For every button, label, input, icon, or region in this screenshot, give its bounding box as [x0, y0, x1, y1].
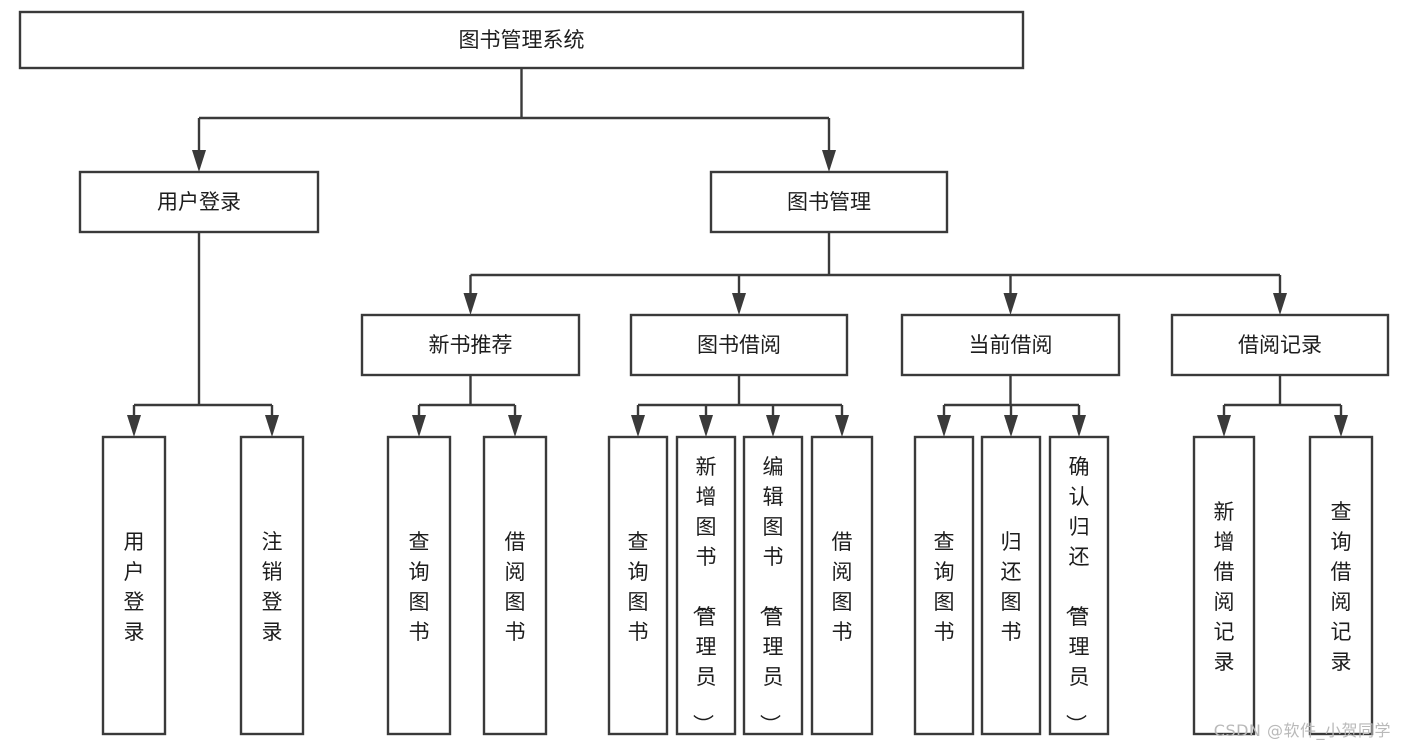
csdn-watermark: CSDN @软件_小贺同学 [1213, 721, 1391, 740]
node-box [239, 435, 305, 736]
node-leaf-rec-query[interactable]: 查询借阅记录 [1308, 435, 1374, 736]
node-label: 当前借阅 [969, 333, 1053, 357]
node-label: 查询借阅记录 [1331, 500, 1352, 674]
node-box [1170, 313, 1390, 377]
node-box [629, 313, 849, 377]
node-login[interactable]: 用户登录 [78, 170, 320, 234]
node-label: 图书借阅 [697, 333, 781, 357]
node-box [742, 435, 804, 736]
arrow-head-icon [1072, 415, 1086, 437]
arrow-head-icon [1004, 415, 1018, 437]
arrow-head-icon [732, 293, 746, 315]
node-layer: 图书管理系统用户登录图书管理新书推荐图书借阅当前借阅借阅记录用户登录注销登录查询… [18, 10, 1390, 736]
arrow-head-icon [1273, 293, 1287, 315]
arrow-head-icon [835, 415, 849, 437]
node-label: 图书管理系统 [459, 28, 585, 52]
node-box [360, 313, 581, 377]
node-label: 用户登录 [124, 530, 145, 644]
node-label: 新增图书（管理员） [691, 455, 717, 735]
node-leaf-cur-query[interactable]: 查询图书 [913, 435, 975, 736]
node-label: 查询图书 [628, 530, 649, 644]
node-borrow[interactable]: 图书借阅 [629, 313, 849, 377]
node-box [980, 435, 1042, 736]
node-leaf-cur-confirm[interactable]: 确认归还（管理员） [1048, 435, 1110, 736]
node-label: 新增借阅记录 [1214, 500, 1235, 674]
node-label: 查询图书 [409, 530, 430, 644]
node-leaf-logout[interactable]: 注销登录 [239, 435, 305, 736]
node-leaf-user-login[interactable]: 用户登录 [101, 435, 167, 736]
node-box [482, 435, 548, 736]
node-records[interactable]: 借阅记录 [1170, 313, 1390, 377]
node-bookmgmt[interactable]: 图书管理 [709, 170, 949, 234]
node-box [607, 435, 669, 736]
node-label: 确认归还（管理员） [1064, 455, 1090, 735]
node-box [675, 435, 737, 736]
node-label: 查询图书 [934, 530, 955, 644]
arrow-head-icon [412, 415, 426, 437]
node-label: 用户登录 [157, 190, 241, 214]
node-leaf-rec-add[interactable]: 新增借阅记录 [1192, 435, 1256, 736]
node-leaf-nb-query[interactable]: 查询图书 [386, 435, 452, 736]
node-newbook[interactable]: 新书推荐 [360, 313, 581, 377]
connector-layer [127, 68, 1348, 437]
node-box [78, 170, 320, 234]
node-root[interactable]: 图书管理系统 [18, 10, 1025, 70]
node-leaf-bw-add[interactable]: 新增图书（管理员） [675, 435, 737, 736]
arrow-head-icon [1334, 415, 1348, 437]
arrow-head-icon [699, 415, 713, 437]
node-box [900, 313, 1121, 377]
node-label: 借阅图书 [505, 530, 526, 644]
node-label: 图书管理 [787, 190, 871, 214]
node-label: 新书推荐 [429, 333, 513, 357]
node-box [810, 435, 874, 736]
node-box [709, 170, 949, 234]
node-leaf-cur-return[interactable]: 归还图书 [980, 435, 1042, 736]
node-label: 注销登录 [262, 530, 283, 644]
arrow-head-icon [508, 415, 522, 437]
node-leaf-nb-borrow[interactable]: 借阅图书 [482, 435, 548, 736]
arrow-head-icon [127, 415, 141, 437]
node-label: 归还图书 [1001, 530, 1022, 644]
arrow-head-icon [192, 150, 206, 172]
arrow-head-icon [822, 150, 836, 172]
node-box [386, 435, 452, 736]
node-label: 借阅图书 [832, 530, 853, 644]
node-label: 借阅记录 [1238, 333, 1322, 357]
arrow-head-icon [631, 415, 645, 437]
arrow-head-icon [1217, 415, 1231, 437]
node-leaf-bw-query[interactable]: 查询图书 [607, 435, 669, 736]
node-box [1192, 435, 1256, 736]
node-current[interactable]: 当前借阅 [900, 313, 1121, 377]
node-box [1048, 435, 1110, 736]
node-leaf-bw-edit[interactable]: 编辑图书（管理员） [742, 435, 804, 736]
arrow-head-icon [937, 415, 951, 437]
arrow-head-icon [463, 293, 478, 315]
arrow-head-icon [1003, 293, 1018, 315]
arrow-head-icon [265, 415, 279, 437]
arrow-head-icon [766, 415, 780, 437]
node-leaf-bw-borrow[interactable]: 借阅图书 [810, 435, 874, 736]
node-box [913, 435, 975, 736]
node-label: 编辑图书（管理员） [758, 455, 784, 735]
node-box [18, 10, 1025, 70]
node-box [1308, 435, 1374, 736]
node-box [101, 435, 167, 736]
